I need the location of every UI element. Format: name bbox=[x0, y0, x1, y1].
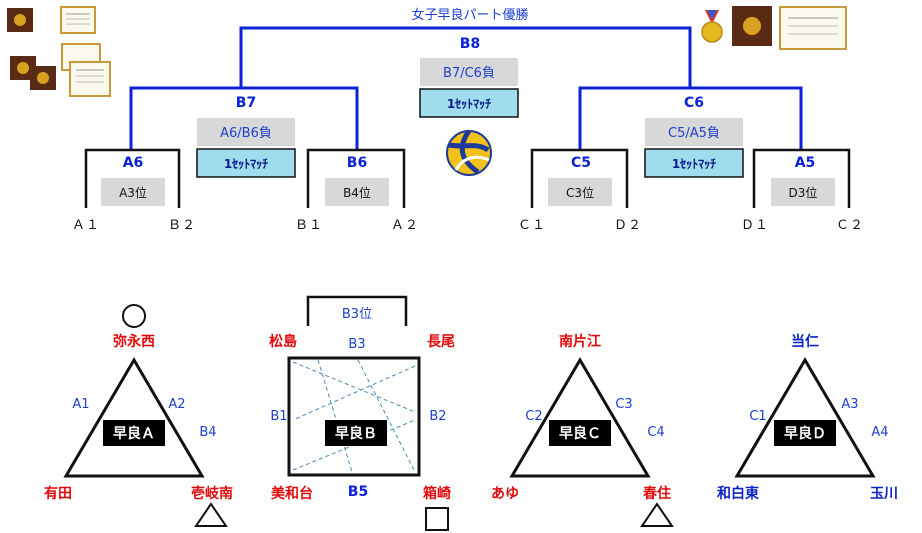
team-b-tl: 松島 bbox=[269, 333, 297, 350]
match-c1: C1 bbox=[749, 409, 766, 424]
match-b1: B1 bbox=[270, 409, 287, 424]
team-d-right: 玉川 bbox=[870, 486, 898, 502]
group-name-b: 早良Ｂ bbox=[335, 425, 377, 442]
slot-a5-right: Ｃ２ bbox=[836, 218, 864, 233]
team-d-top: 当仁 bbox=[791, 333, 819, 350]
slot-b6-left: Ｂ１ bbox=[295, 218, 323, 233]
loser-box-b8 bbox=[420, 58, 518, 86]
match-b5: B5 bbox=[348, 484, 368, 500]
team-a-right: 壱岐南 bbox=[191, 485, 233, 502]
group-square bbox=[287, 356, 421, 477]
group-b: B3位 松島 長尾 B3 早良Ｂ B1 B2 B5 美和台 箱崎 bbox=[269, 295, 455, 531]
team-c-top: 南片江 bbox=[559, 333, 601, 350]
circle-marker bbox=[122, 304, 146, 328]
match-type-box-b8 bbox=[419, 88, 519, 118]
rank-box-a6 bbox=[101, 178, 165, 206]
gold-medal-icon bbox=[701, 9, 723, 43]
triangle-marker bbox=[194, 502, 228, 527]
match-label-c5: C5 bbox=[571, 155, 591, 171]
award-certificate-icon bbox=[732, 6, 847, 50]
group-name-a: 早良Ａ bbox=[113, 425, 155, 442]
team-b-bl: 美和台 bbox=[271, 485, 313, 502]
rank-text-a6: A3位 bbox=[119, 185, 147, 200]
slot-b6-right: Ａ２ bbox=[391, 218, 419, 233]
volleyball-icon bbox=[446, 129, 492, 176]
match-c3: C3 bbox=[615, 397, 632, 412]
rank-b3: B3位 bbox=[342, 307, 372, 322]
match-a3: A3 bbox=[841, 397, 858, 412]
match-type-b8: 1ｾｯﾄﾏｯﾁ bbox=[447, 97, 491, 111]
loser-text-c6: C5/A5負 bbox=[668, 126, 720, 141]
slot-c5-right: Ｄ２ bbox=[614, 218, 642, 233]
loser-text-b8: B7/C6負 bbox=[443, 66, 495, 81]
match-label-b6: B6 bbox=[347, 155, 367, 171]
loser-box-b7 bbox=[197, 118, 295, 146]
slot-a5-left: Ｄ１ bbox=[741, 218, 769, 233]
group-name-box bbox=[103, 420, 165, 446]
slot-a6-left: Ａ１ bbox=[72, 218, 100, 233]
rank-box-c5 bbox=[548, 178, 612, 206]
match-label-c6: C6 bbox=[684, 95, 704, 111]
team-a-left: 有田 bbox=[44, 485, 72, 502]
group-name-d: 早良Ｄ bbox=[784, 425, 826, 442]
first-round-lines bbox=[84, 148, 851, 208]
slot-a6-right: Ｂ２ bbox=[168, 218, 196, 233]
group-triangle bbox=[63, 357, 205, 478]
match-arrows bbox=[292, 359, 416, 473]
team-b-tr: 長尾 bbox=[427, 334, 455, 350]
rank-box-b6 bbox=[325, 178, 389, 206]
team-a-top: 弥永西 bbox=[113, 333, 155, 350]
match-b3: B3 bbox=[348, 337, 365, 352]
match-c2: C2 bbox=[525, 409, 542, 424]
match-a1: A1 bbox=[72, 397, 89, 412]
match-b2: B2 bbox=[429, 409, 446, 424]
award-certificate-icon bbox=[10, 43, 111, 97]
match-label-a5: A5 bbox=[795, 155, 816, 171]
group-name-box bbox=[549, 420, 611, 446]
group-name-box bbox=[774, 420, 836, 446]
group-d: 当仁 早良Ｄ C1 A3 A4 和白東 玉川 bbox=[717, 333, 898, 502]
match-c4: C4 bbox=[647, 425, 664, 440]
team-b-br: 箱崎 bbox=[423, 485, 451, 502]
match-label-b8: B8 bbox=[460, 36, 480, 52]
team-c-right: 春住 bbox=[642, 485, 671, 502]
slot-c5-left: Ｃ１ bbox=[518, 218, 546, 233]
match-type-box-b7 bbox=[196, 148, 296, 178]
award-certificate-icon bbox=[7, 6, 96, 34]
match-type-box-c6 bbox=[644, 148, 744, 178]
group-name-c: 早良Ｃ bbox=[559, 425, 601, 442]
group-name-box bbox=[325, 420, 387, 446]
match-label-b7: B7 bbox=[236, 95, 256, 111]
match-type-b7: 1ｾｯﾄﾏｯﾁ bbox=[224, 157, 268, 171]
loser-text-b7: A6/B6負 bbox=[220, 126, 272, 141]
loser-box-c6 bbox=[645, 118, 743, 146]
team-c-left: あゆ bbox=[491, 486, 519, 502]
match-a4: A4 bbox=[871, 425, 888, 440]
group-a: 弥永西 早良Ａ A1 A2 B4 有田 壱岐南 bbox=[44, 304, 233, 527]
match-type-c6: 1ｾｯﾄﾏｯﾁ bbox=[672, 157, 716, 171]
rank-box-a5 bbox=[771, 178, 835, 206]
group-triangle bbox=[734, 357, 876, 478]
match-a2: A2 bbox=[168, 397, 185, 412]
square-marker bbox=[425, 507, 449, 531]
final-title: 女子早良パート優勝 bbox=[411, 7, 528, 23]
bracket-lines bbox=[129, 26, 803, 150]
group-triangle bbox=[509, 357, 651, 478]
triangle-marker bbox=[640, 502, 674, 527]
group-c: 南片江 早良Ｃ C2 C3 C4 あゆ 春住 bbox=[491, 333, 674, 527]
rank-text-b6: B4位 bbox=[343, 185, 371, 200]
match-label-a6: A6 bbox=[123, 155, 144, 171]
rank-text-a5: D3位 bbox=[789, 185, 818, 200]
match-b4: B4 bbox=[199, 425, 216, 440]
rank-text-c5: C3位 bbox=[566, 185, 594, 200]
team-d-left: 和白東 bbox=[717, 485, 759, 502]
